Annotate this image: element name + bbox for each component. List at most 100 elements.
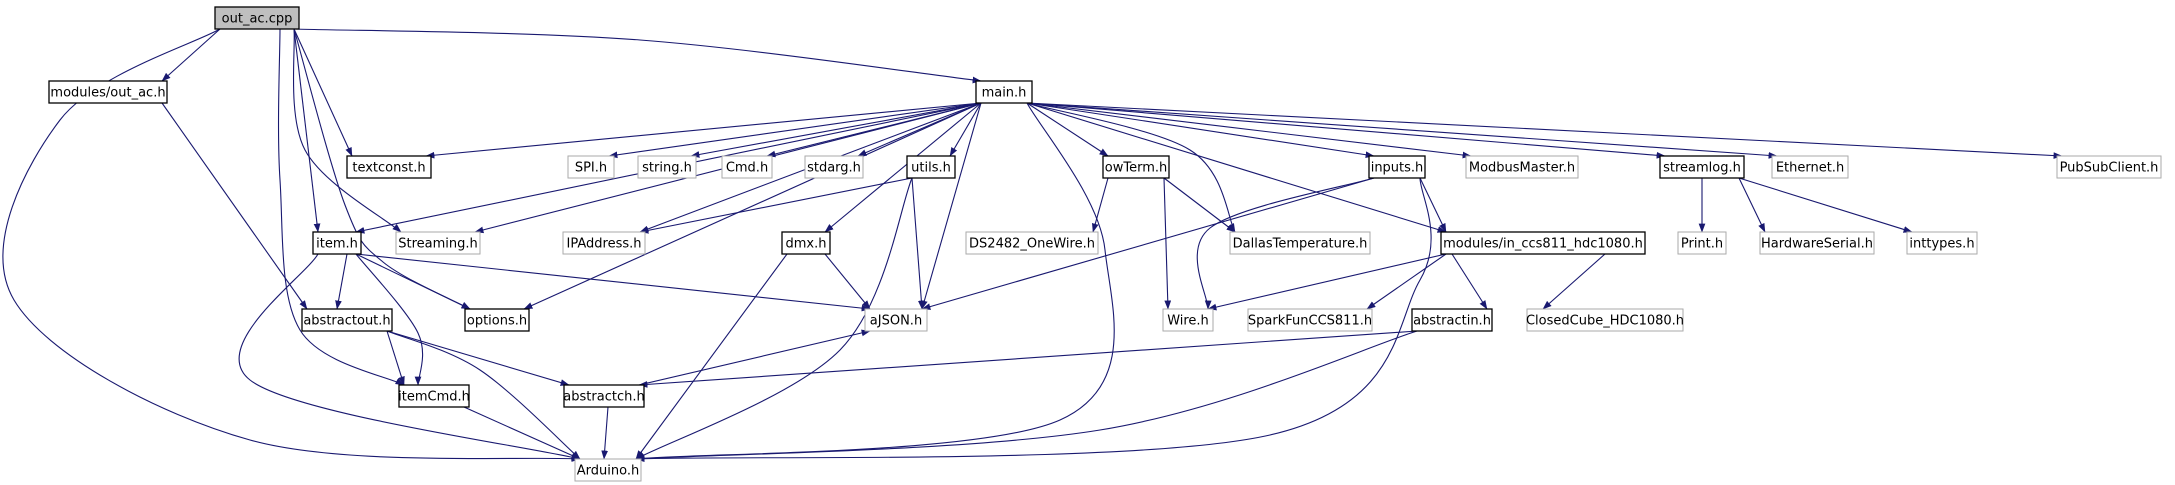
node-box[interactable] <box>346 155 432 179</box>
node-box[interactable] <box>214 6 300 30</box>
node-box[interactable] <box>721 155 773 179</box>
edge-item.h-to-itemCmd.h <box>355 253 424 386</box>
node-box[interactable] <box>1440 231 1646 255</box>
edge-main.h-to-dmx.h <box>824 102 982 233</box>
node-box[interactable] <box>1368 155 1426 179</box>
node-label: dmx.h <box>786 237 827 252</box>
node-box[interactable] <box>1411 308 1493 332</box>
node-inttypes.h[interactable]: inttypes.h <box>1906 231 1978 255</box>
node-modules/out_ac.h[interactable]: modules/out_ac.h <box>48 80 168 104</box>
node-box[interactable] <box>395 231 481 255</box>
node-Cmd.h[interactable]: Cmd.h <box>721 155 773 179</box>
edge-main.h-to-ModbusMaster.h <box>1026 102 1472 159</box>
node-streamlog.h[interactable]: streamlog.h <box>1659 155 1745 179</box>
node-inputs.h[interactable]: inputs.h <box>1368 155 1426 179</box>
node-label: SparkFunCCS811.h <box>1248 314 1372 329</box>
node-label: modules/out_ac.h <box>50 86 165 101</box>
node-box[interactable] <box>312 231 362 255</box>
node-label: abstractin.h <box>1413 314 1491 329</box>
edge-item.h-to-options.h <box>355 253 471 310</box>
node-textconst.h[interactable]: textconst.h <box>346 155 432 179</box>
edge-modules/out_ac.h-to-abstractout.h <box>161 102 308 310</box>
node-label: abstractout.h <box>303 314 390 329</box>
edge-abstractin.h-to-Arduino.h <box>635 330 1418 462</box>
node-Wire.h[interactable]: Wire.h <box>1162 308 1214 332</box>
node-box[interactable] <box>864 308 928 332</box>
node-PubSubClient.h[interactable]: PubSubClient.h <box>2056 155 2162 179</box>
node-box[interactable] <box>965 231 1099 255</box>
node-label: stdarg.h <box>807 161 861 176</box>
node-box[interactable] <box>1247 308 1373 332</box>
node-box[interactable] <box>1162 308 1214 332</box>
node-box[interactable] <box>2056 155 2162 179</box>
node-Arduino.h[interactable]: Arduino.h <box>574 458 642 482</box>
node-Streaming.h[interactable]: Streaming.h <box>395 231 481 255</box>
node-box[interactable] <box>1906 231 1978 255</box>
node-SparkFunCCS811.h[interactable]: SparkFunCCS811.h <box>1247 308 1373 332</box>
node-dmx.h[interactable]: dmx.h <box>781 231 831 255</box>
node-box[interactable] <box>975 80 1033 104</box>
node-box[interactable] <box>562 231 646 255</box>
node-label: string.h <box>642 161 692 176</box>
node-utils.h[interactable]: utils.h <box>906 155 956 179</box>
edge-abstractout.h-to-abstractch.h <box>386 330 570 386</box>
node-HardwareSerial.h[interactable]: HardwareSerial.h <box>1759 231 1875 255</box>
node-options.h[interactable]: options.h <box>464 308 530 332</box>
node-box[interactable] <box>563 384 645 408</box>
node-ModbusMaster.h[interactable]: ModbusMaster.h <box>1465 155 1579 179</box>
node-label: inttypes.h <box>1909 237 1974 252</box>
node-DS2482_OneWire.h[interactable]: DS2482_OneWire.h <box>965 231 1099 255</box>
edge-itemCmd.h-to-Arduino.h <box>463 406 581 460</box>
node-label: ClosedCube_HDC1080.h <box>1526 314 1684 329</box>
node-main.h[interactable]: main.h <box>975 80 1033 104</box>
node-label: Cmd.h <box>726 161 768 176</box>
node-item.h[interactable]: item.h <box>312 231 362 255</box>
node-modules/in_ccs811_hdc1080.h[interactable]: modules/in_ccs811_hdc1080.h <box>1440 231 1646 255</box>
node-ClosedCube_HDC1080.h[interactable]: ClosedCube_HDC1080.h <box>1526 308 1684 332</box>
node-box[interactable] <box>1102 155 1170 179</box>
node-label: Print.h <box>1681 237 1723 252</box>
node-IPAddress.h[interactable]: IPAddress.h <box>562 231 646 255</box>
edge-main.h-to-textconst.h <box>425 102 982 159</box>
node-stdarg.h[interactable]: stdarg.h <box>804 155 864 179</box>
node-Print.h[interactable]: Print.h <box>1677 231 1727 255</box>
node-itemCmd.h[interactable]: itemCmd.h <box>398 384 470 408</box>
edge-utils.h-to-aJSON.h <box>911 177 925 310</box>
node-box[interactable] <box>1759 231 1875 255</box>
edge-item.h-to-aJSON.h <box>355 253 871 312</box>
node-abstractch.h[interactable]: abstractch.h <box>563 384 645 408</box>
node-box[interactable] <box>1677 231 1727 255</box>
node-owTerm.h[interactable]: owTerm.h <box>1102 155 1170 179</box>
node-abstractout.h[interactable]: abstractout.h <box>301 308 393 332</box>
node-box[interactable] <box>48 80 168 104</box>
node-label: utils.h <box>911 161 951 176</box>
node-box[interactable] <box>781 231 831 255</box>
node-box[interactable] <box>1526 308 1684 332</box>
edge-modules/in_ccs811_hdc1080.h-to-ClosedCube_HDC1080.h <box>1542 253 1606 310</box>
node-SPI.h[interactable]: SPI.h <box>567 155 615 179</box>
node-box[interactable] <box>906 155 956 179</box>
node-box[interactable] <box>574 458 642 482</box>
node-box[interactable] <box>1229 231 1371 255</box>
node-label: inputs.h <box>1371 161 1424 176</box>
node-aJSON.h[interactable]: aJSON.h <box>864 308 928 332</box>
node-Ethernet.h[interactable]: Ethernet.h <box>1771 155 1849 179</box>
node-box[interactable] <box>301 308 393 332</box>
node-out_ac.cpp[interactable]: out_ac.cpp <box>214 6 300 30</box>
node-box[interactable] <box>464 308 530 332</box>
node-label: aJSON.h <box>870 314 922 329</box>
node-box[interactable] <box>1659 155 1745 179</box>
node-DallasTemperature.h[interactable]: DallasTemperature.h <box>1229 231 1371 255</box>
node-box[interactable] <box>567 155 615 179</box>
node-string.h[interactable]: string.h <box>637 155 697 179</box>
node-box[interactable] <box>637 155 697 179</box>
node-label: SPI.h <box>575 161 607 176</box>
node-abstractin.h[interactable]: abstractin.h <box>1411 308 1493 332</box>
node-box[interactable] <box>398 384 470 408</box>
node-box[interactable] <box>1771 155 1849 179</box>
node-box[interactable] <box>1465 155 1579 179</box>
node-box[interactable] <box>804 155 864 179</box>
edge-main.h-to-Ethernet.h <box>1026 102 1778 159</box>
